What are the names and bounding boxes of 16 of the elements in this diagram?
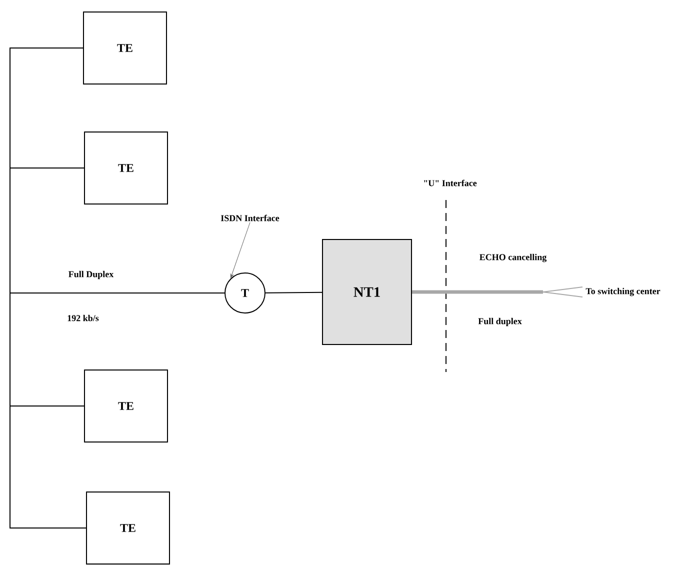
connector-line [265, 292, 322, 294]
annotation: "U" Interface [424, 180, 477, 186]
terminal-box: TE [83, 12, 167, 84]
annotation: Full Duplex [68, 270, 114, 280]
annotation: Full duplex [478, 318, 522, 326]
terminal-box: TE [84, 132, 168, 204]
twisted-pair-cable [412, 286, 583, 298]
node-text: To switching center [586, 288, 660, 296]
network-terminal-box: NT1 [322, 239, 412, 345]
annotation: ECHO cancelling [480, 254, 547, 262]
leader-line [230, 222, 250, 278]
terminal-box: TE [84, 370, 168, 442]
terminal-box: TE [86, 492, 170, 564]
bus-line [10, 292, 225, 528]
annotation: 192 kb/s [68, 314, 99, 322]
node-text: ISDN Interface [220, 214, 280, 222]
